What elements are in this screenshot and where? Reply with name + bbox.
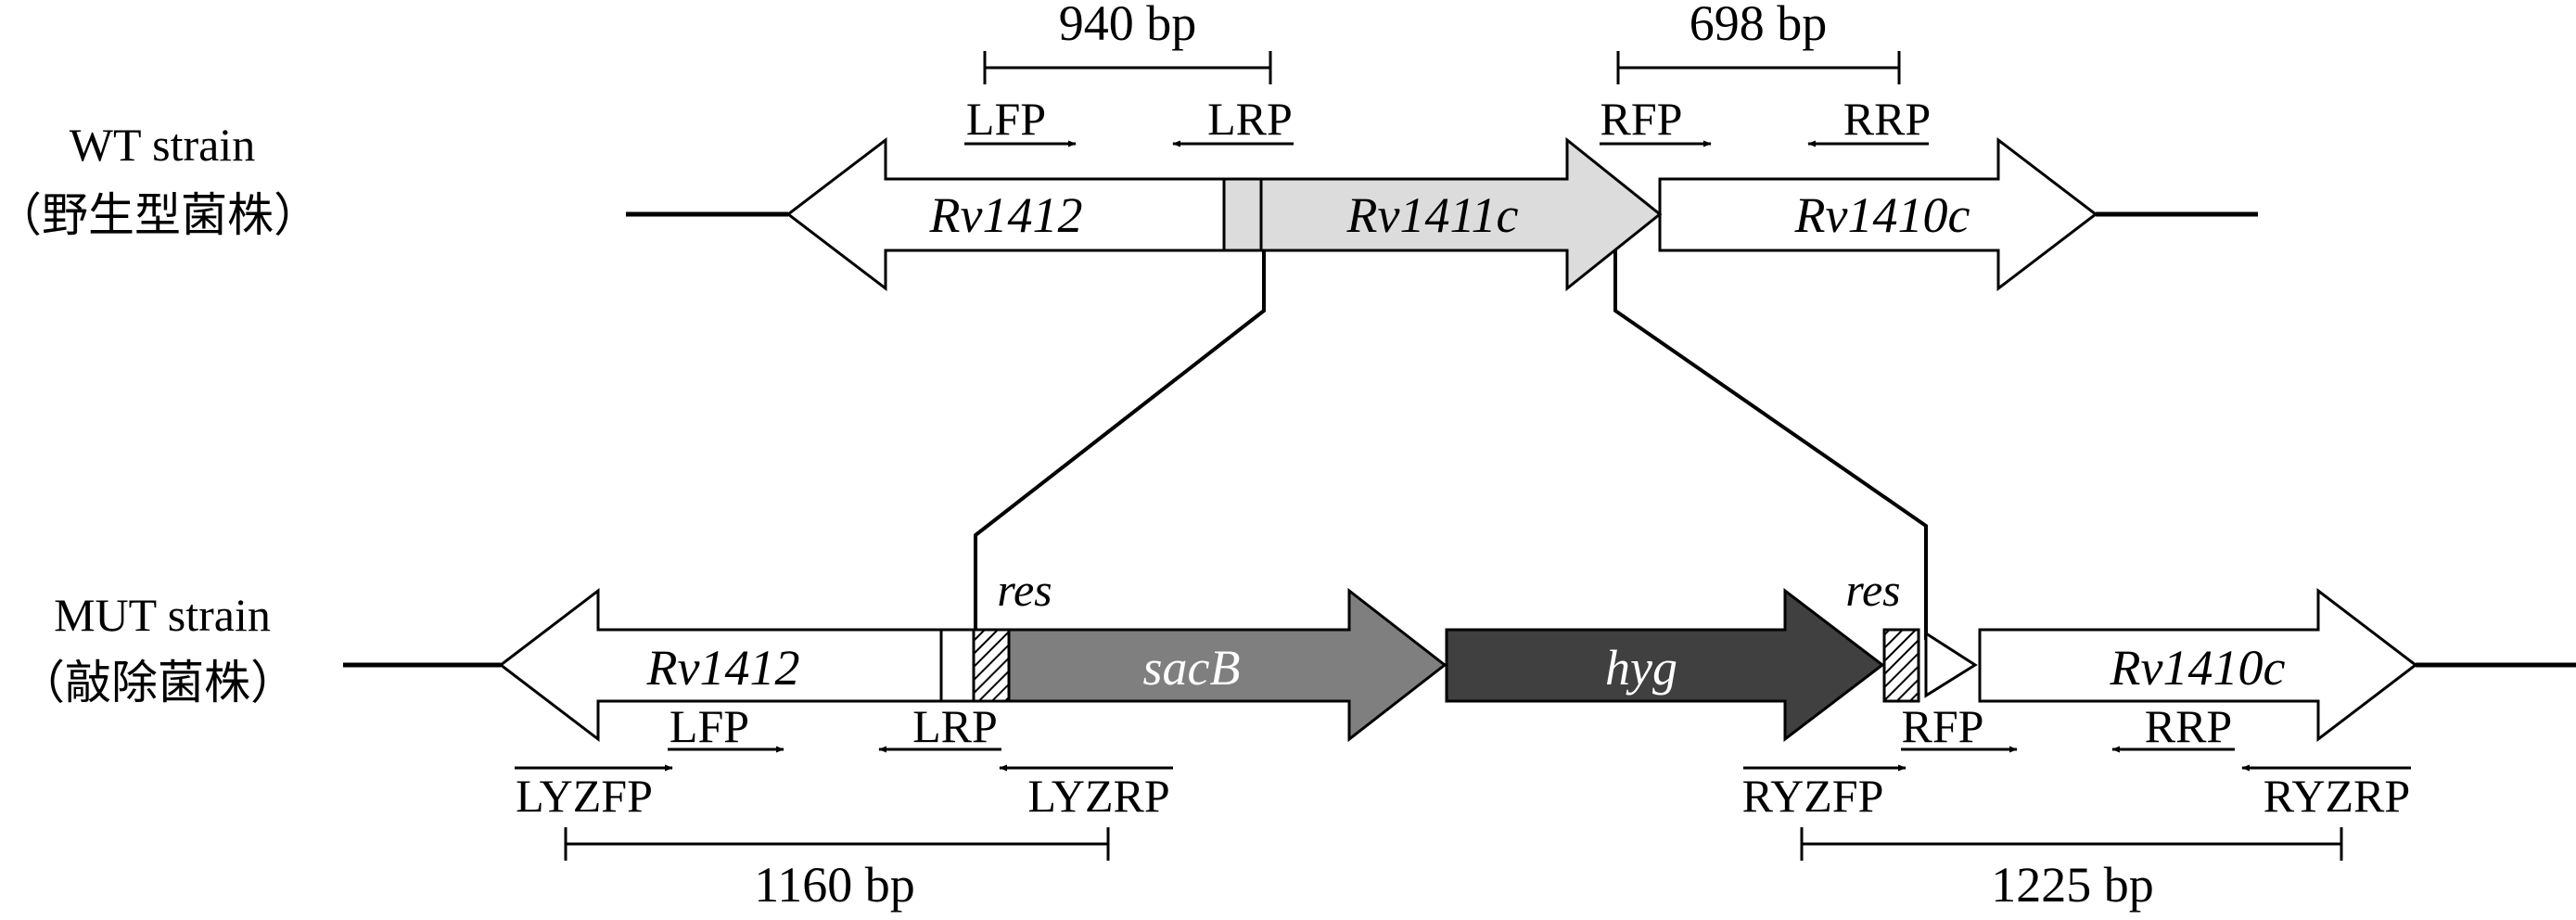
mut-strain-label-cn: （敲除菌株） bbox=[19, 657, 297, 709]
mut-hyg-label: hyg bbox=[1605, 640, 1677, 696]
mut-primer-lyzrp-label: LYZRP bbox=[1027, 770, 1169, 822]
mut-primer-rfp-label: RFP bbox=[1902, 700, 1984, 752]
wt-rv1411c-label: Rv1411c bbox=[1346, 187, 1519, 243]
mut-res-label-left: res bbox=[997, 564, 1052, 616]
mut-primer-rrp-label: RRP bbox=[2145, 700, 2233, 752]
wt-rv1410c-label: Rv1410c bbox=[1794, 187, 1970, 243]
mut-sacb-gene bbox=[1007, 587, 1447, 743]
wt-right-amplicon-size: 698 bp bbox=[1690, 0, 1828, 51]
mut-row: MUT strain （敲除菌株） Rv1412 sacB hyg Rv1410… bbox=[19, 564, 2576, 913]
mut-sacb-label: sacB bbox=[1143, 640, 1241, 696]
wt-rv1412-label: Rv1412 bbox=[929, 187, 1083, 243]
mut-primer-lrp-label: LRP bbox=[912, 700, 998, 752]
wt-left-amplicon-bracket bbox=[983, 51, 1272, 84]
wt-primer-rfp-label: RFP bbox=[1600, 93, 1683, 145]
wt-rv1412-gene bbox=[785, 136, 1226, 292]
mut-primer-ryzrp-label: RYZRP bbox=[2264, 770, 2410, 822]
wt-right-amplicon-bracket bbox=[1616, 51, 1901, 84]
mut-rv1410c-label: Rv1410c bbox=[2110, 640, 2286, 696]
wt-rv1410c-gene bbox=[1658, 136, 2098, 292]
mut-rv1410c-gene bbox=[1978, 587, 2418, 743]
mut-left-amplicon-bracket bbox=[564, 827, 1110, 861]
right-crossover-line bbox=[1613, 250, 1928, 640]
mut-rv1411c-remnant bbox=[1924, 631, 1978, 698]
wt-strain-label: WT strain bbox=[70, 119, 255, 171]
mut-rv1412-label: Rv1412 bbox=[646, 640, 800, 696]
mut-right-amplicon-bracket bbox=[1800, 827, 2343, 861]
wt-primer-lfp-label: LFP bbox=[966, 93, 1046, 145]
mut-rv1412-gene bbox=[498, 587, 943, 743]
mut-res-label-right: res bbox=[1845, 564, 1900, 616]
wt-left-amplicon-size: 940 bp bbox=[1059, 0, 1197, 51]
wt-strain-label-cn: （野生型菌株） bbox=[0, 189, 320, 241]
mut-hyg-gene bbox=[1445, 587, 1885, 743]
mut-right-amplicon-size: 1225 bp bbox=[1991, 857, 2154, 913]
mut-strain-label: MUT strain bbox=[54, 589, 271, 641]
mut-scar-segment bbox=[939, 628, 976, 703]
mut-primer-lfp-label: LFP bbox=[670, 700, 749, 752]
mut-primer-ryzfp-label: RYZFP bbox=[1742, 770, 1884, 822]
wt-primer-lrp-label: LRP bbox=[1207, 93, 1293, 145]
mut-res-site-right bbox=[1882, 628, 1920, 703]
mut-left-amplicon-size: 1160 bp bbox=[754, 857, 915, 913]
left-crossover-line bbox=[974, 250, 1266, 631]
mut-primer-lyzfp-label: LYZFP bbox=[516, 770, 653, 822]
wt-primer-rrp-label: RRP bbox=[1843, 93, 1932, 145]
mut-res-site-left bbox=[972, 628, 1011, 703]
wt-row: WT strain （野生型菌株） Rv1412 Rv1411c Rv1410c… bbox=[0, 0, 2258, 292]
